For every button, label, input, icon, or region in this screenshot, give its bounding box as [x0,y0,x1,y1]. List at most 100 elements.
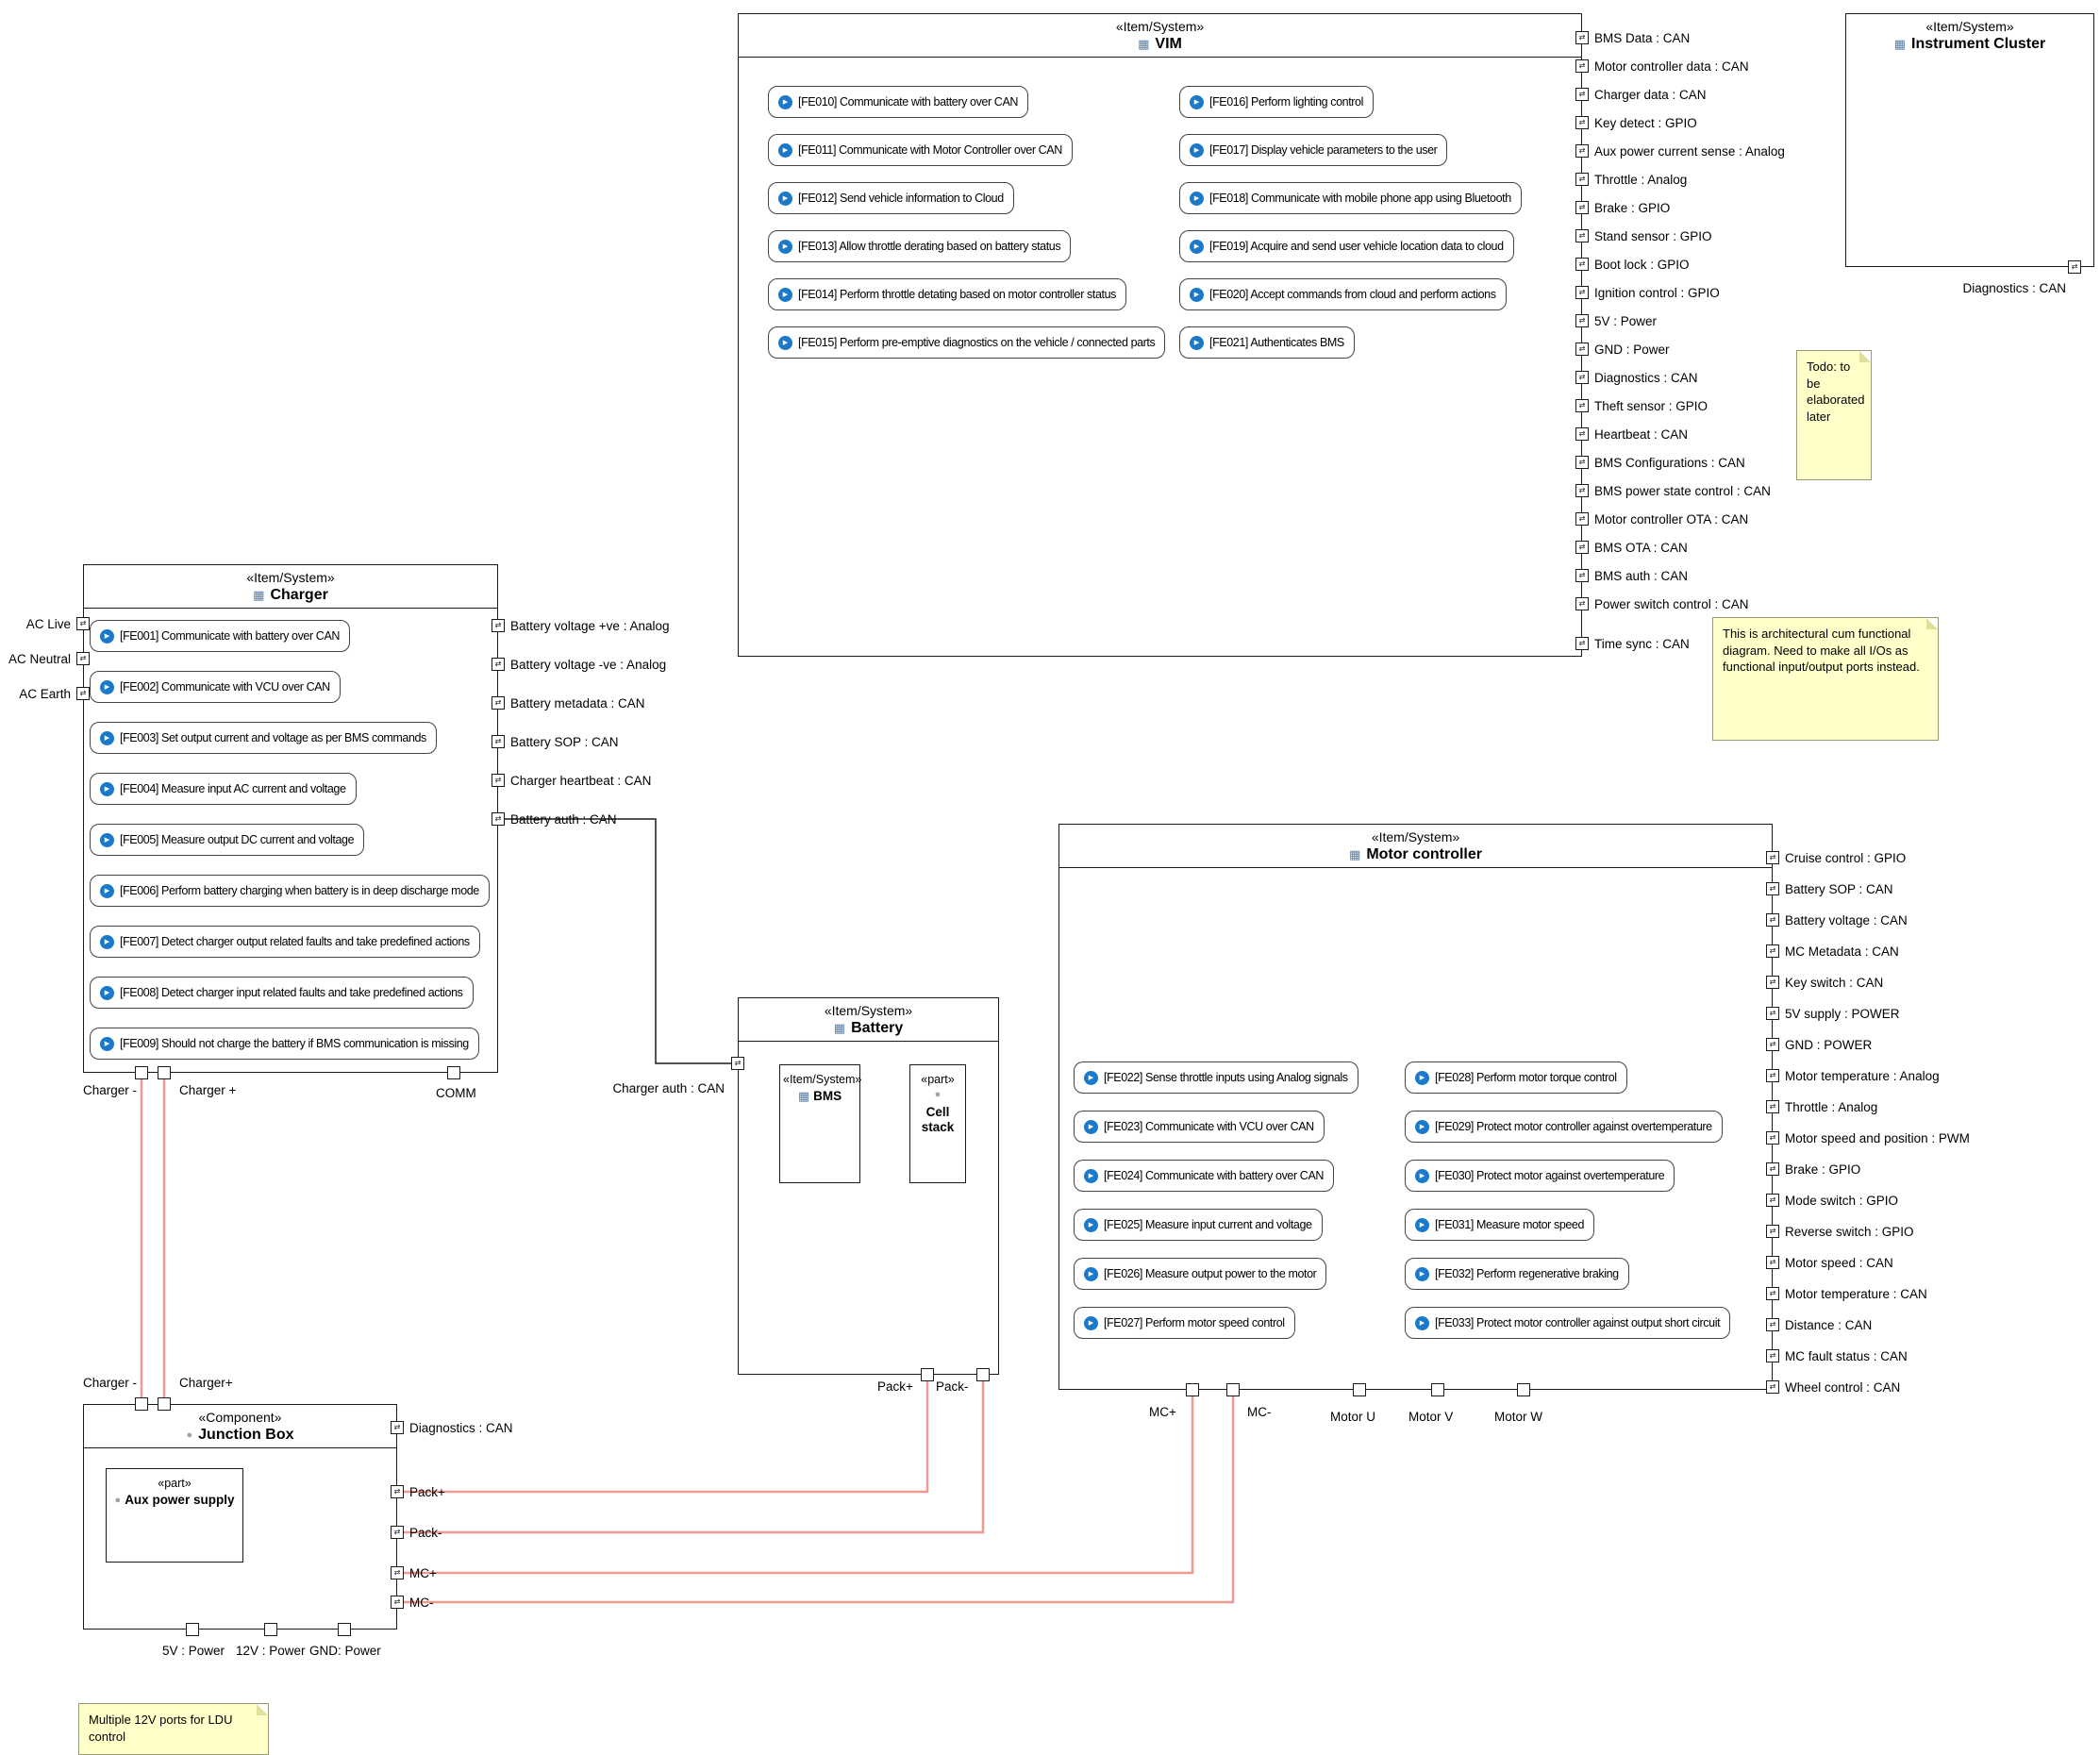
port-icon[interactable]: ⇄ [76,687,90,700]
function-item[interactable]: ▶[FE010] Communicate with battery over C… [768,86,1029,118]
function-item[interactable]: ▶[FE022] Sense throttle inputs using Ana… [1074,1061,1358,1094]
pack-minus-port-icon[interactable] [976,1368,990,1381]
motor-w-port-icon[interactable] [1517,1383,1530,1396]
port-icon[interactable]: ⇄ [492,619,505,632]
port-icon[interactable]: ⇄ [1575,258,1589,271]
note-todo[interactable]: Todo: to be elaborated later [1796,350,1872,480]
function-item[interactable]: ▶[FE023] Communicate with VCU over CAN [1074,1111,1325,1143]
charger-auth-port-icon[interactable]: ⇄ [731,1057,744,1070]
port-icon[interactable]: ⇄ [1575,456,1589,469]
battery-block[interactable]: «Item/System» ▦Battery «Item/System» ▦BM… [738,997,999,1375]
charger-plus-port-icon[interactable] [158,1066,171,1079]
function-item[interactable]: ▶[FE030] Protect motor against overtempe… [1405,1160,1675,1192]
port-icon[interactable]: ⇄ [1575,371,1589,384]
motor-controller-block[interactable]: «Item/System» ▦Motor controller ▶[FE022]… [1058,824,1773,1390]
function-item[interactable]: ▶[FE001] Communicate with battery over C… [90,620,351,652]
function-item[interactable]: ▶[FE002] Communicate with VCU over CAN [90,671,341,703]
port-icon[interactable]: ⇄ [1766,1194,1779,1207]
port-icon[interactable]: ⇄ [391,1421,404,1434]
function-item[interactable]: ▶[FE032] Perform regenerative braking [1405,1258,1629,1290]
function-item[interactable]: ▶[FE011] Communicate with Motor Controll… [768,134,1073,166]
port-icon[interactable]: ⇄ [492,658,505,671]
function-item[interactable]: ▶[FE018] Communicate with mobile phone a… [1179,182,1522,214]
function-item[interactable]: ▶[FE025] Measure input current and volta… [1074,1209,1323,1241]
port-icon[interactable]: ⇄ [1575,116,1589,129]
motor-v-port-icon[interactable] [1431,1383,1444,1396]
port-icon[interactable]: ⇄ [1575,201,1589,214]
function-item[interactable]: ▶[FE004] Measure input AC current and vo… [90,773,357,805]
port-icon[interactable]: ⇄ [1766,1256,1779,1269]
function-item[interactable]: ▶[FE003] Set output current and voltage … [90,722,437,754]
function-item[interactable]: ▶[FE005] Measure output DC current and v… [90,824,365,856]
note-ldu[interactable]: Multiple 12V ports for LDU control [78,1703,269,1755]
port-icon[interactable]: ⇄ [1575,399,1589,412]
function-item[interactable]: ▶[FE014] Perform throttle detating based… [768,278,1126,310]
port-icon[interactable]: ⇄ [76,652,90,665]
port-icon[interactable]: ⇄ [1766,976,1779,989]
port-icon[interactable]: ⇄ [1575,314,1589,327]
function-item[interactable]: ▶[FE012] Send vehicle information to Clo… [768,182,1014,214]
function-item[interactable]: ▶[FE033] Protect motor controller agains… [1405,1307,1731,1339]
function-item[interactable]: ▶[FE019] Acquire and send user vehicle l… [1179,230,1514,262]
port-icon[interactable]: ⇄ [76,617,90,630]
port-icon[interactable]: ⇄ [492,812,505,826]
port-icon[interactable]: ⇄ [391,1485,404,1498]
port-icon[interactable]: ⇄ [1575,484,1589,497]
jb-charger-plus-port-icon[interactable] [158,1397,171,1411]
port-icon[interactable]: ⇄ [1575,229,1589,242]
port-icon[interactable]: ⇄ [391,1596,404,1609]
port-icon[interactable]: ⇄ [1575,31,1589,44]
port-icon[interactable]: ⇄ [1766,1131,1779,1145]
function-item[interactable]: ▶[FE016] Perform lighting control [1179,86,1374,118]
port-icon[interactable]: ⇄ [1575,343,1589,356]
function-item[interactable]: ▶[FE008] Detect charger input related fa… [90,977,474,1009]
port-icon[interactable]: ⇄ [1766,944,1779,958]
port-icon[interactable]: ⇄ [1766,1349,1779,1362]
jb-5v-port-icon[interactable] [186,1623,199,1636]
port-icon[interactable]: ⇄ [1766,882,1779,895]
function-item[interactable]: ▶[FE006] Perform battery charging when b… [90,875,490,907]
port-icon[interactable]: ⇄ [1766,1225,1779,1238]
port-icon[interactable]: ⇄ [2068,260,2081,274]
port-icon[interactable]: ⇄ [1766,1380,1779,1394]
instrument-cluster-block[interactable]: «Item/System» ▦Instrument Cluster [1845,13,2094,267]
jb-charger-minus-port-icon[interactable] [135,1397,148,1411]
bms-block[interactable]: «Item/System» ▦BMS [779,1064,861,1183]
port-icon[interactable]: ⇄ [1766,1100,1779,1113]
port-icon[interactable]: ⇄ [1766,1069,1779,1082]
function-item[interactable]: ▶[FE024] Communicate with battery over C… [1074,1160,1335,1192]
port-icon[interactable]: ⇄ [1575,427,1589,441]
charger-block[interactable]: «Item/System» ▦Charger ▶[FE001] Communic… [83,564,498,1073]
port-icon[interactable]: ⇄ [1766,1162,1779,1176]
port-icon[interactable]: ⇄ [391,1566,404,1580]
jb-12v-port-icon[interactable] [264,1623,277,1636]
function-item[interactable]: ▶[FE029] Protect motor controller agains… [1405,1111,1723,1143]
function-item[interactable]: ▶[FE031] Measure motor speed [1405,1209,1595,1241]
port-icon[interactable]: ⇄ [1575,59,1589,73]
function-item[interactable]: ▶[FE020] Accept commands from cloud and … [1179,278,1507,310]
port-icon[interactable]: ⇄ [391,1526,404,1539]
jb-gnd-port-icon[interactable] [338,1623,351,1636]
function-item[interactable]: ▶[FE017] Display vehicle parameters to t… [1179,134,1448,166]
port-icon[interactable]: ⇄ [492,735,505,748]
port-icon[interactable]: ⇄ [1575,88,1589,101]
port-icon[interactable]: ⇄ [1575,173,1589,186]
port-icon[interactable]: ⇄ [1766,1007,1779,1020]
motor-u-port-icon[interactable] [1353,1383,1366,1396]
aux-power-supply-block[interactable]: «part» ●Aux power supply [106,1468,243,1563]
function-item[interactable]: ▶[FE015] Perform pre-emptive diagnostics… [768,326,1166,359]
port-icon[interactable]: ⇄ [1575,512,1589,526]
port-icon[interactable]: ⇄ [1575,144,1589,158]
vim-block[interactable]: «Item/System» ▦VIM ▶[FE010] Communicate … [738,13,1582,657]
port-icon[interactable]: ⇄ [1575,597,1589,610]
function-item[interactable]: ▶[FE007] Detect charger output related f… [90,926,480,958]
charger-minus-port-icon[interactable] [135,1066,148,1079]
port-icon[interactable]: ⇄ [1575,569,1589,582]
port-icon[interactable]: ⇄ [1766,1038,1779,1051]
function-item[interactable]: ▶[FE013] Allow throttle derating based o… [768,230,1072,262]
pack-plus-port-icon[interactable] [921,1368,934,1381]
mc-minus-port-icon[interactable] [1226,1383,1240,1396]
port-icon[interactable]: ⇄ [492,774,505,787]
port-icon[interactable]: ⇄ [1575,637,1589,650]
mc-plus-port-icon[interactable] [1186,1383,1199,1396]
